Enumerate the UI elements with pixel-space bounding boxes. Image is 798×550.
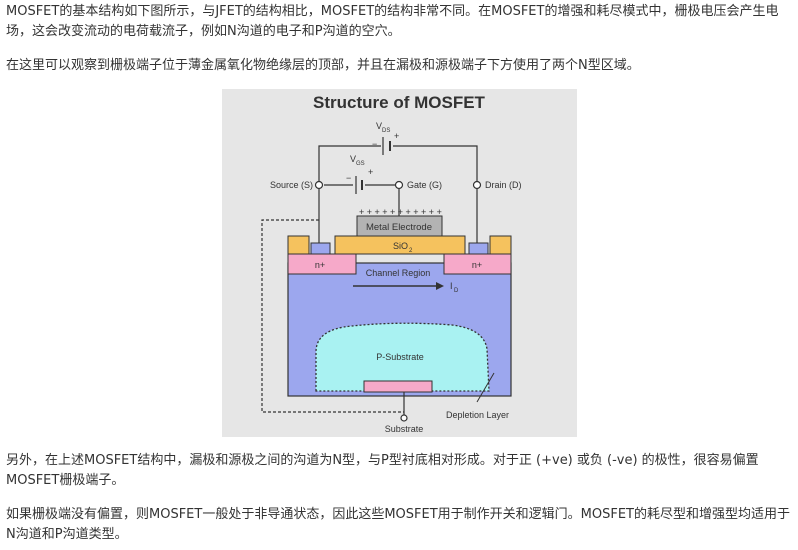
source-terminal [314,180,324,190]
substrate-label: Substrate [385,424,424,434]
vds-plus: + [394,131,399,141]
mosfet-diagram: Structure of MOSFET Metal Electrode + + … [261,93,522,434]
vgs-subscript: GS [356,161,365,167]
substrate-contact [363,380,433,393]
source-label: Source (S) [270,180,313,190]
gate-structure-paragraph: 在这里可以观察到栅极端子位于薄金属氧化物绝缘层的顶部，并且在漏极和源极端子下方使… [6,58,640,73]
substrate-terminal [400,414,408,422]
gate-charge-marks: + + + + + + + + + + + [359,207,442,217]
mosfet-structure-figure: Structure of MOSFET Metal Electrode + + … [222,89,577,437]
bias-paragraph: 如果栅极端没有偏置，则MOSFET一般处于非导通状态，因此这些MOSFET用于制… [6,507,790,542]
gate-label: Gate (G) [407,180,442,190]
oxide-subscript: 2 [409,248,413,254]
vgs-minus: − [346,173,351,183]
drain-contact [468,242,489,255]
source-contact [310,242,331,255]
vgs-label: V [350,154,356,164]
metal-electrode-label: Metal Electrode [366,222,432,233]
depletion-pointer-line [476,372,495,403]
oxide-label: SiO [393,241,408,251]
vds-label: V [376,121,382,131]
vds-subscript: DS [382,128,390,134]
diagram-title: Structure of MOSFET [313,93,486,112]
oxide-left [287,235,310,255]
vds-wire-right [393,145,478,185]
depletion-layer-label: Depletion Layer [446,410,509,420]
substrate-dashed-wire [261,219,404,413]
oxide-right [489,235,512,255]
vds-minus: − [372,139,377,149]
svg-text:+ + + + + + + + + + +: + + + + + + + + + + + [359,207,442,217]
p-substrate-label: P-Substrate [376,352,424,362]
n-plus-left-label: n+ [315,260,325,270]
vds-wire-left [318,145,381,185]
drain-label: Drain (D) [485,180,522,190]
n-plus-right-label: n+ [472,260,482,270]
channel-type-paragraph: 另外，在上述MOSFET结构中，漏极和源极之间的沟道为N型，与P型衬底相对形成。… [6,453,759,488]
gate-terminal [394,180,404,190]
depletion-layer-region [315,322,490,392]
drain-terminal [472,180,482,190]
drain-current-label: I [450,281,453,291]
drain-current-arrowhead [436,282,444,290]
intro-paragraph: MOSFET的基本结构如下图所示，与JFET的结构相比，MOSFET的结构非常不… [6,4,779,39]
channel-region-label: Channel Region [366,268,431,278]
vgs-plus: + [368,167,373,177]
drain-current-subscript: D [454,288,459,294]
